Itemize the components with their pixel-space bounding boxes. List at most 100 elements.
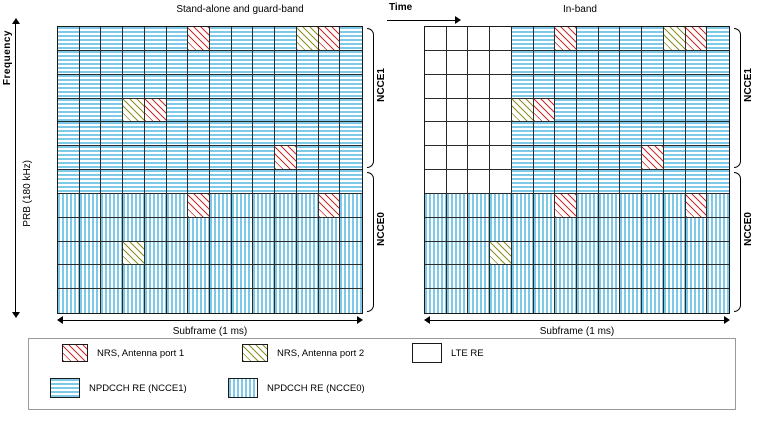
legend-swatch-nrs-port1 [62, 344, 88, 362]
re-cell-npdcch-ncce0 [620, 193, 643, 218]
re-cell-npdcch-ncce0 [707, 289, 729, 313]
label-inband-ncce1: NCCE1 [743, 68, 754, 102]
re-cell-lte-re [490, 27, 512, 51]
re-cell-npdcch-ncce1 [555, 74, 577, 99]
re-cell-npdcch-ncce0 [318, 289, 341, 313]
re-cell-npdcch-ncce0 [253, 217, 276, 242]
re-cell-lte-re [446, 74, 469, 99]
re-cell-npdcch-ncce0 [144, 289, 167, 313]
re-cell-npdcch-ncce0 [318, 241, 341, 266]
re-cell-npdcch-ncce1 [685, 98, 708, 123]
re-cell-npdcch-ncce0 [79, 241, 102, 266]
re-cell-npdcch-ncce0 [576, 289, 599, 313]
re-cell-npdcch-ncce1 [685, 50, 708, 75]
re-cell-npdcch-ncce0 [340, 289, 362, 313]
re-cell-npdcch-ncce1 [101, 170, 124, 194]
re-cell-npdcch-ncce1 [663, 74, 686, 99]
re-cell-npdcch-ncce0 [598, 193, 621, 218]
re-cell-npdcch-ncce0 [511, 193, 534, 218]
re-cell-npdcch-ncce0 [663, 193, 686, 218]
re-cell-npdcch-ncce1 [188, 146, 210, 170]
re-cell-npdcch-ncce0 [296, 241, 319, 266]
re-cell-npdcch-ncce1 [79, 122, 102, 147]
re-cell-npdcch-ncce1 [707, 74, 729, 99]
re-cell-npdcch-ncce0 [425, 193, 447, 218]
re-cell-npdcch-ncce1 [58, 50, 80, 75]
re-cell-npdcch-ncce1 [576, 50, 599, 75]
re-cell-npdcch-ncce1 [209, 74, 232, 99]
re-cell-npdcch-ncce1 [340, 122, 362, 147]
re-cell-npdcch-ncce1 [253, 98, 276, 123]
re-cell-npdcch-ncce0 [468, 241, 491, 266]
re-cell-npdcch-ncce0 [663, 217, 686, 242]
re-cell-lte-re [446, 146, 469, 170]
legend-item-nrs-port1: NRS, Antenna port 1 [62, 344, 184, 362]
inband-subframe-arrow [424, 316, 730, 325]
re-cell-npdcch-ncce0 [209, 265, 232, 290]
re-cell-npdcch-ncce0 [685, 241, 708, 266]
panel-inband-title: In-band [563, 4, 597, 15]
re-cell-npdcch-ncce1 [209, 170, 232, 194]
re-cell-npdcch-ncce0 [340, 217, 362, 242]
re-cell-npdcch-ncce1 [253, 74, 276, 99]
re-cell-npdcch-ncce0 [598, 241, 621, 266]
re-cell-npdcch-ncce0 [576, 265, 599, 290]
re-cell-npdcch-ncce0 [79, 193, 102, 218]
re-cell-npdcch-ncce1 [642, 122, 664, 147]
re-cell-npdcch-ncce0 [446, 193, 469, 218]
re-cell-npdcch-ncce1 [620, 98, 643, 123]
re-cell-npdcch-ncce0 [707, 265, 729, 290]
re-cell-npdcch-ncce1 [144, 170, 167, 194]
grid-standalone [57, 26, 363, 314]
re-cell-npdcch-ncce1 [188, 170, 210, 194]
re-cell-npdcch-ncce0 [101, 241, 124, 266]
re-cell-lte-re [490, 50, 512, 75]
inband-subframe-label: Subframe (1 ms) [539, 326, 615, 337]
label-standalone-ncce1: NCCE1 [376, 68, 387, 102]
re-cell-npdcch-ncce0 [166, 193, 189, 218]
re-cell-npdcch-ncce0 [166, 289, 189, 313]
re-cell-npdcch-ncce0 [511, 289, 534, 313]
brace-inband-ncce0 [734, 172, 741, 312]
re-cell-lte-re [490, 74, 512, 99]
re-cell-npdcch-ncce1 [340, 50, 362, 75]
legend-label-npdcch-ncce1: NPDCCH RE (NCCE1) [89, 382, 187, 394]
re-cell-npdcch-ncce0 [707, 241, 729, 266]
standalone-subframe-arrow-left [57, 316, 63, 324]
re-cell-npdcch-ncce1 [511, 27, 534, 51]
re-cell-npdcch-ncce0 [642, 289, 664, 313]
re-cell-npdcch-ncce1 [275, 50, 297, 75]
re-cell-npdcch-ncce0 [188, 241, 210, 266]
re-cell-npdcch-ncce1 [188, 50, 210, 75]
inband-subframe-line [429, 320, 725, 321]
re-cell-npdcch-ncce0 [144, 217, 167, 242]
inband-subframe-arrow-right [724, 316, 730, 324]
re-cell-npdcch-ncce0 [340, 193, 362, 218]
re-cell-npdcch-ncce1 [296, 50, 319, 75]
re-cell-npdcch-ncce1 [555, 98, 577, 123]
re-cell-nrs-port1 [318, 193, 341, 218]
legend-swatch-lte-re [412, 343, 442, 363]
re-cell-npdcch-ncce1 [620, 27, 643, 51]
re-cell-npdcch-ncce0 [253, 289, 276, 313]
re-cell-lte-re [468, 122, 491, 147]
re-cell-npdcch-ncce0 [446, 289, 469, 313]
re-cell-npdcch-ncce1 [123, 50, 145, 75]
re-cell-npdcch-ncce0 [58, 193, 80, 218]
re-cell-npdcch-ncce1 [340, 74, 362, 99]
re-cell-npdcch-ncce0 [209, 193, 232, 218]
re-cell-npdcch-ncce1 [707, 146, 729, 170]
re-cell-npdcch-ncce0 [123, 265, 145, 290]
re-cell-npdcch-ncce1 [707, 122, 729, 147]
re-cell-npdcch-ncce1 [79, 98, 102, 123]
re-cell-npdcch-ncce0 [340, 241, 362, 266]
re-cell-npdcch-ncce1 [58, 27, 80, 51]
re-cell-npdcch-ncce1 [209, 98, 232, 123]
legend-item-lte-re: LTE RE [412, 343, 484, 363]
re-cell-npdcch-ncce0 [209, 289, 232, 313]
re-cell-npdcch-ncce1 [166, 50, 189, 75]
re-cell-npdcch-ncce1 [101, 50, 124, 75]
re-cell-npdcch-ncce0 [490, 265, 512, 290]
re-cell-npdcch-ncce1 [296, 74, 319, 99]
re-cell-npdcch-ncce1 [340, 27, 362, 51]
